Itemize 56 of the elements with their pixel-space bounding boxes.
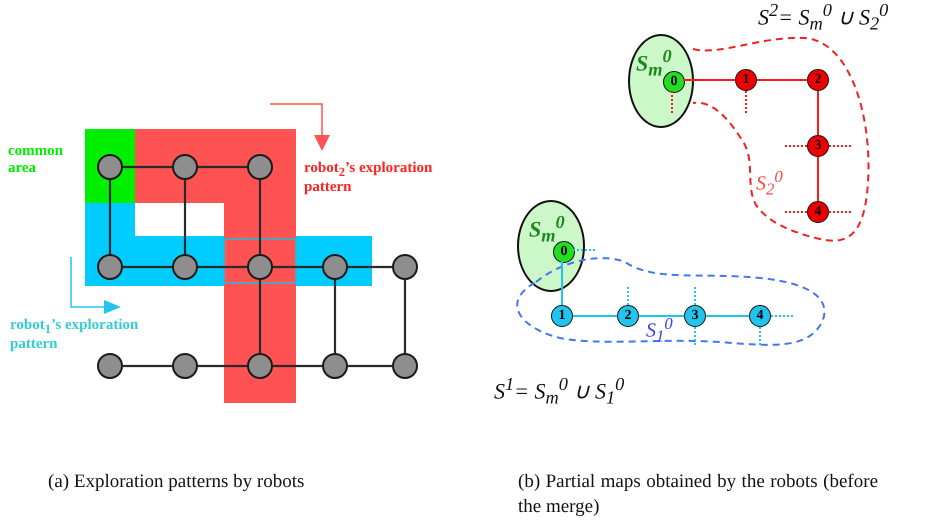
map-node-circle: 0 [553,241,575,263]
edge-line [334,280,336,353]
pattern-label: robot$_{2}$’s exploration pattern [304,160,434,197]
caption: (a) Exploration patterns by robots [48,470,306,494]
unexplored-edge-stub [745,91,747,113]
edge-line [348,266,392,268]
unexplored-edge-stub [694,285,696,305]
unexplored-edge-stub [627,285,629,305]
edge-line [561,261,563,305]
unexplored-edge-stub [694,327,696,347]
edge-line [258,280,262,353]
map-node-circle: 0 [663,71,685,93]
unexplored-edge-stub [759,327,761,347]
grid-node-circle [172,353,198,379]
unexplored-edge-stub [829,211,853,213]
unexplored-edge-stub [771,315,793,317]
area-label: common area [8,143,64,178]
grid-node-circle [97,353,123,379]
map-node-circle: 1 [551,305,573,327]
unexplored-edge-stub [829,145,853,147]
unexplored-edge-stub [573,249,595,251]
edge-line [639,315,684,317]
map-node-circle: 3 [684,305,706,327]
edge-line [757,79,807,81]
edge-line [348,364,392,368]
edge-line [817,91,819,135]
edge-line [123,364,172,368]
edge-line [404,280,406,353]
edge-line [706,315,749,317]
edge-line [198,266,247,268]
map-node-circle: 2 [807,69,829,91]
grid-node-circle [392,353,418,379]
edge-line [184,180,186,254]
edge-line [123,166,172,168]
grid-node-circle [392,254,418,280]
map-node-circle: 4 [807,201,829,223]
pattern-label: robot$_{1}$’s exploration pattern [10,317,140,354]
edge-line [573,315,617,317]
caption: (b) Partial maps obtained by the robots (before the merge) [518,470,878,519]
unexplored-edge-stub [783,145,807,147]
edge-line [273,364,322,368]
edge-line [817,157,819,201]
grid-node-circle [322,353,348,379]
map-node-circle: 1 [735,69,757,91]
edge-line [123,266,172,268]
unexplored-edge-stub [783,211,807,213]
edge-line [108,180,112,254]
unexplored-edge-stub [671,91,673,113]
map-node-circle: 4 [749,305,771,327]
edge-line [258,180,262,254]
edge-line [198,166,247,168]
edge-line [683,79,735,81]
map-node-circle: 3 [807,135,829,157]
map-node-circle: 2 [617,305,639,327]
edge-line [273,266,322,268]
edge-line [198,364,247,368]
